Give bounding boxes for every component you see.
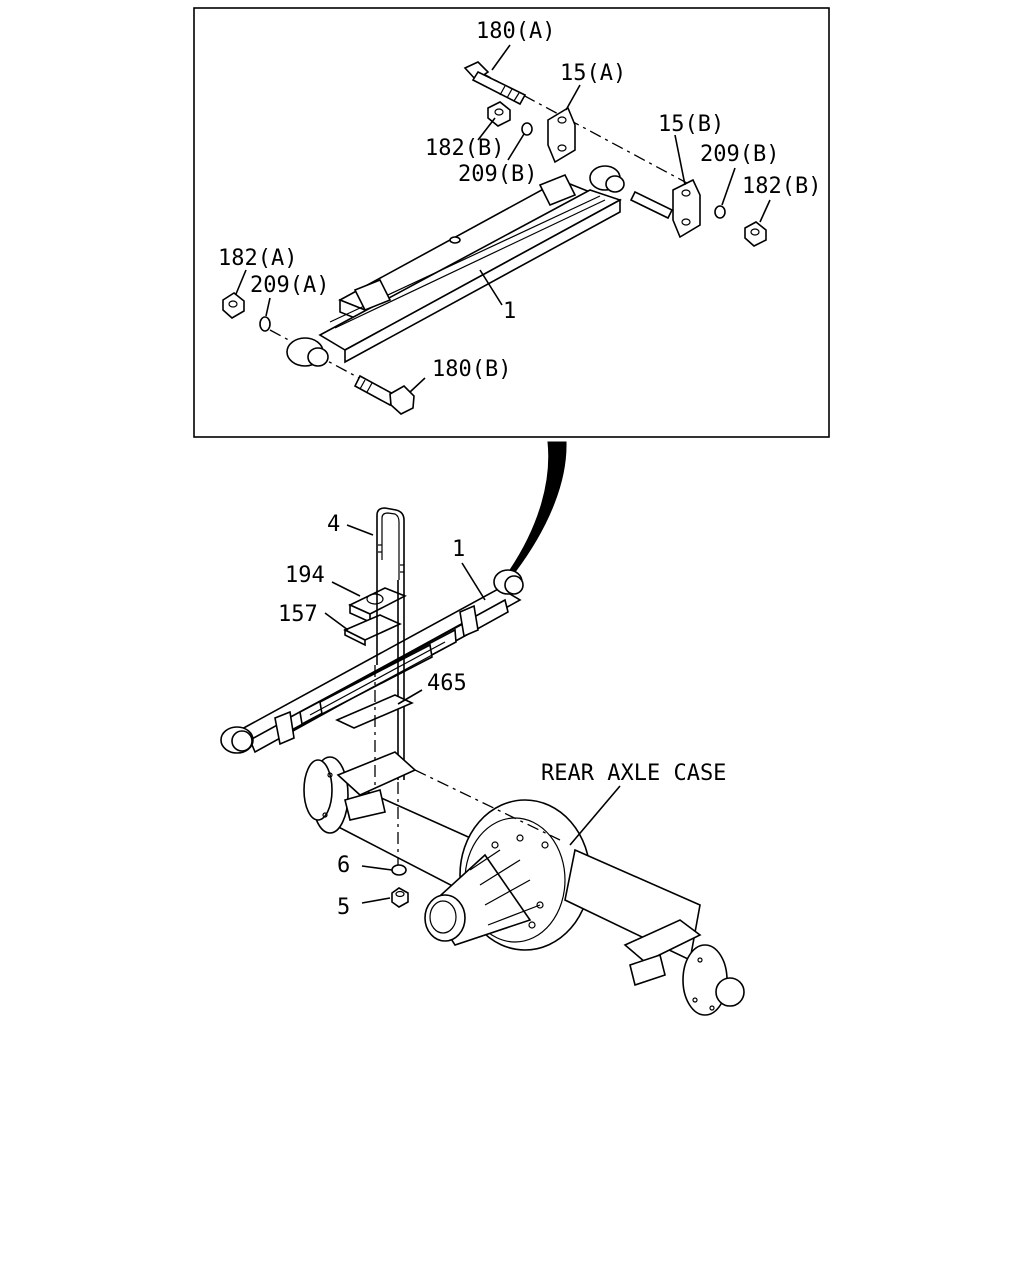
label-182b-right: 182(B) [742, 174, 821, 199]
axle-right-flange [682, 944, 728, 1016]
pinion-nose [424, 894, 466, 942]
shackle-15a [547, 106, 576, 164]
inset-leaders [235, 44, 771, 393]
label-axle-case: REAR AXLE CASE [541, 761, 726, 786]
label-180b: 180(B) [432, 357, 511, 382]
centerline-front [479, 71, 701, 191]
label-spring-main: 1 [452, 537, 465, 562]
inset-frame [193, 7, 830, 438]
label-seat: 157 [278, 602, 318, 627]
u-bolt [376, 507, 405, 580]
label-pad: 465 [427, 671, 467, 696]
washer-6 [391, 864, 407, 876]
nut-182b-right [744, 221, 767, 247]
label-15b: 15(B) [658, 112, 724, 137]
bolt-180b [353, 374, 415, 415]
rear-axle-case [303, 751, 745, 1016]
label-209b-right: 209(B) [700, 142, 779, 167]
nut-182a [222, 292, 245, 319]
shackle-15b [629, 178, 701, 239]
main-assembly: 4 194 157 1 465 6 5 REAR AXLE CASE [220, 507, 745, 1016]
main-leaders [324, 524, 621, 904]
label-209b-left: 209(B) [458, 162, 537, 187]
label-209a: 209(A) [250, 273, 329, 298]
washer-209b-left [521, 122, 533, 136]
label-182a: 182(A) [218, 246, 297, 271]
leaf-spring-main [220, 569, 524, 754]
inset-detail: 180(A) 15(A) 15(B) 182(B) 209(B) 209(B) … [193, 7, 830, 438]
spring-pad [335, 694, 414, 729]
washer-209a [259, 316, 271, 332]
spring-seat [343, 614, 402, 647]
label-u-bolt: 4 [327, 512, 340, 537]
label-180a: 180(A) [476, 19, 555, 44]
label-15a: 15(A) [560, 61, 626, 86]
label-bumper: 194 [285, 563, 325, 588]
leaf-spring-inset [286, 165, 625, 367]
detail-callout-connector [509, 441, 567, 573]
nut-5 [391, 887, 409, 908]
bolt-180a [463, 61, 527, 106]
label-182b-left: 182(B) [425, 136, 504, 161]
label-spring-inset: 1 [503, 299, 516, 324]
label-washer: 6 [337, 853, 350, 878]
label-nut: 5 [337, 895, 350, 920]
axle-centerline [414, 769, 561, 841]
washer-209b-right [714, 205, 726, 219]
